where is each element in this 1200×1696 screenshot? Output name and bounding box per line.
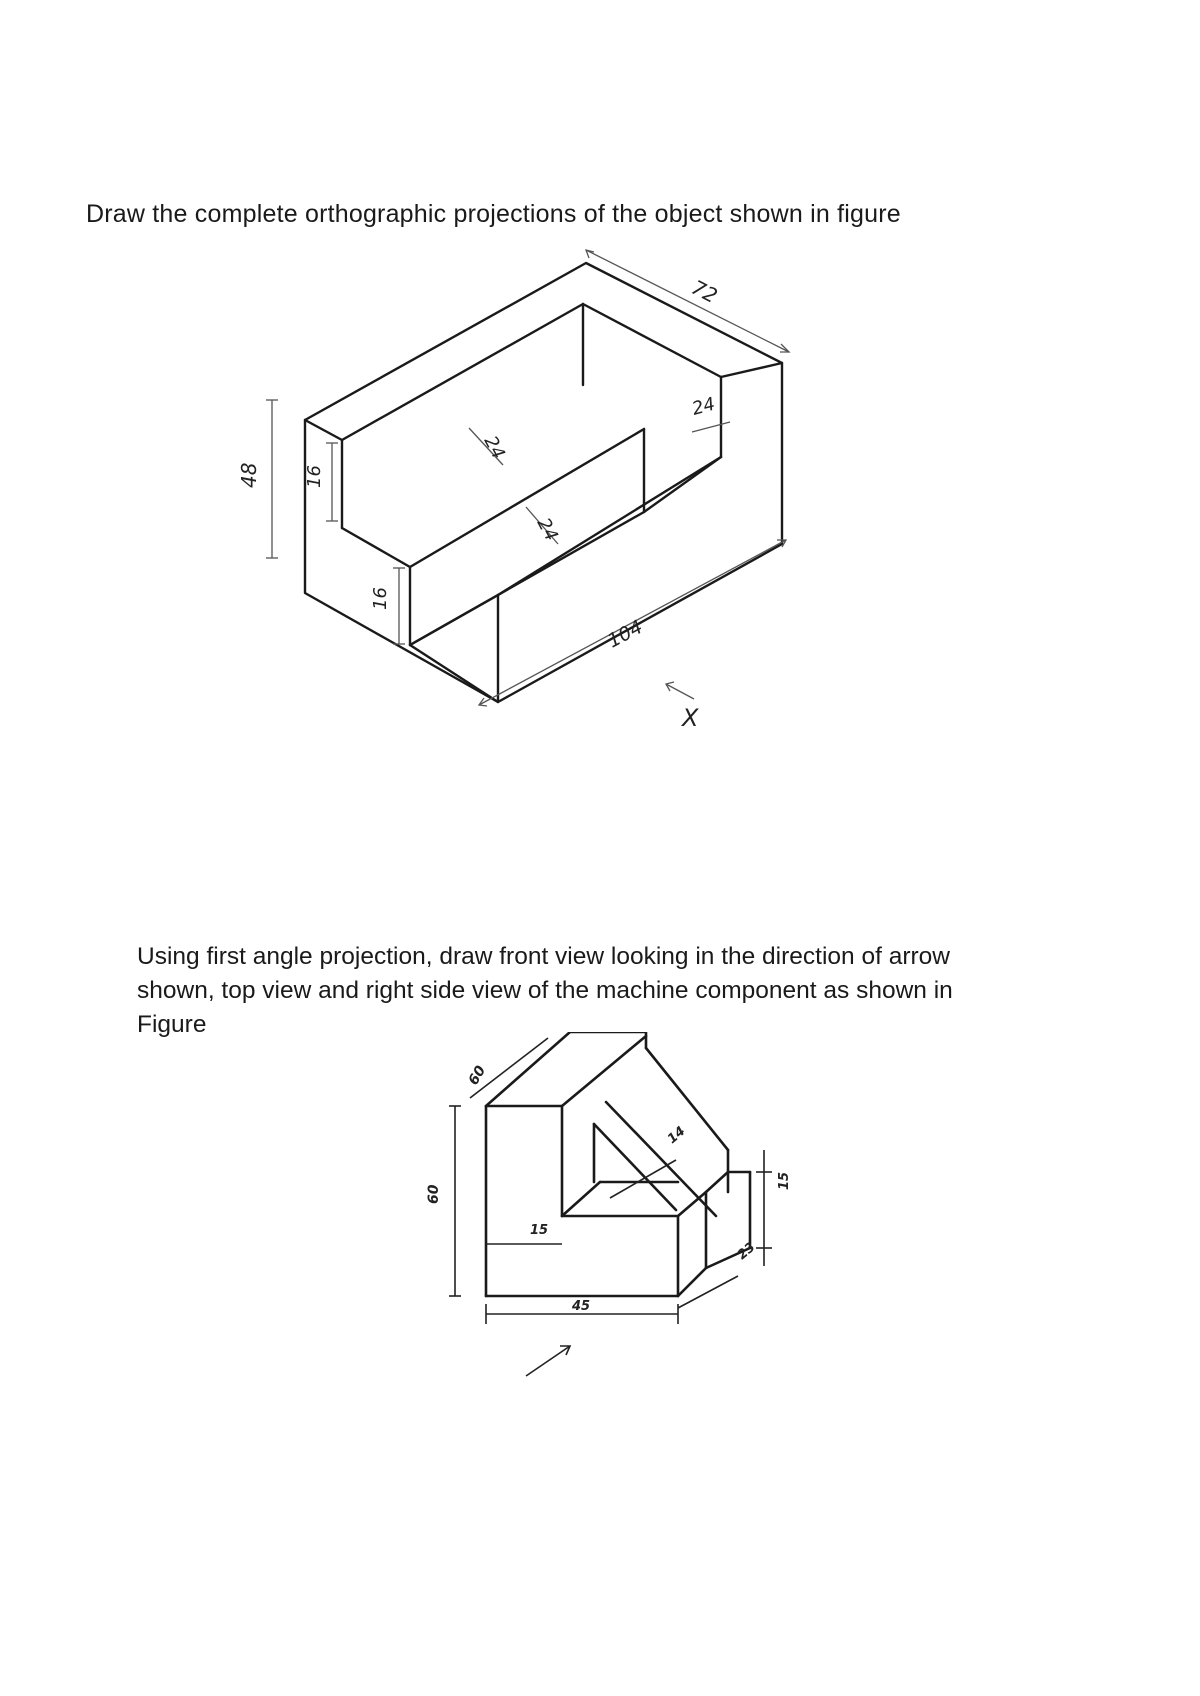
dim-right-wall-label: 24 [690, 394, 718, 420]
dim-step-height-label: 15 [777, 1172, 792, 1190]
dim-step-width-upper-label: 24 [480, 432, 509, 462]
stepped-block-figure: 72 104 48 16 16 24 24 24 X [86, 240, 1110, 770]
dim-height-label: 60 [426, 1184, 442, 1204]
dim-step-width-label: 23 [735, 1240, 759, 1263]
question-2-line-1: Using first angle projection, draw front… [137, 943, 950, 970]
machine-component-figure: 60 60 15 45 14 15 23 [130, 1030, 1070, 1402]
dim-rib-label: 14 [665, 1124, 689, 1147]
question-1-text: Draw the complete orthographic projectio… [86, 200, 901, 228]
stepped-block-outline [303, 261, 784, 704]
dim-depth-label: 60 [466, 1063, 490, 1088]
view-label-x: X [680, 704, 699, 732]
dimension-lines [449, 1037, 772, 1377]
dim-base-length-label: 45 [571, 1299, 590, 1314]
machine-component-outline [484, 1030, 752, 1298]
question-2-line-3: Figure [137, 1011, 207, 1038]
dim-thickness-label: 15 [530, 1223, 548, 1238]
dim-height-label: 48 [237, 463, 261, 488]
dim-step-height-top-label: 16 [304, 465, 325, 488]
dim-length-label: 104 [604, 616, 646, 652]
question-2-text: Using first angle projection, draw front… [137, 940, 1037, 1042]
dimension-lines [266, 249, 791, 707]
question-2-line-2: shown, top view and right side view of t… [137, 977, 953, 1004]
dim-step-height-bottom-label: 16 [370, 587, 391, 610]
dimension-labels: 72 104 48 16 16 24 24 24 X [237, 275, 721, 732]
